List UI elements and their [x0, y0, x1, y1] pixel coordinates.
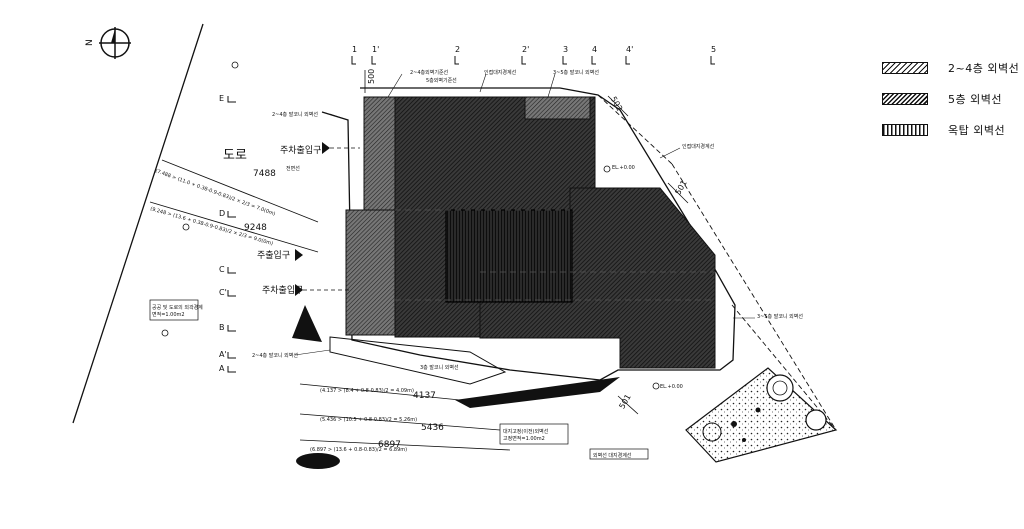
- legend-swatch-rooftop: [882, 124, 928, 136]
- grid-col-1: 1: [352, 45, 357, 54]
- note-12: 면적=1.00m2: [152, 311, 185, 318]
- tree-icon-2: [805, 409, 827, 431]
- tree-icon-3: [702, 422, 722, 442]
- note-15: 외벽선 대지경계선: [593, 452, 632, 459]
- grid-col-4p: 4': [626, 45, 633, 54]
- legend-swatch-2-4: [882, 62, 928, 74]
- tree-icon: [766, 374, 794, 402]
- grid-column-labels: 1 1' 2 2' 3 4 4' 5: [351, 45, 716, 65]
- note-3: 인접대지경계선: [484, 69, 517, 76]
- north-arrow-icon: N: [85, 27, 131, 59]
- note-6: 인접대지경계선: [682, 143, 715, 150]
- grid-row-e: E: [219, 94, 224, 103]
- dim-5436: 5436: [421, 423, 444, 433]
- note-5: 2~4층 발코니 외벽선: [272, 111, 318, 118]
- note-16: EL.+0.00: [612, 165, 635, 171]
- dim-4137: 4137: [413, 391, 436, 401]
- legend-label-5: 5층 외벽선: [948, 93, 1002, 106]
- formula-5: (6.897 > (13.6 + 0.8-0.83)/2 = 6.89m): [310, 447, 407, 453]
- svg-text:N: N: [85, 39, 95, 46]
- note-14: 고정면적=1.00m2: [503, 435, 545, 442]
- note-13: 대지고정(이전)외벽선: [503, 428, 549, 435]
- legend-row-5: 5층 외벽선: [882, 91, 1022, 107]
- dim-9248: 9248: [244, 223, 267, 233]
- note-4: 3~5층 발코니 외벽선: [553, 69, 599, 76]
- parking-entrance-top-label: 주차출입구: [280, 144, 321, 156]
- grid-col-4: 4: [592, 45, 597, 54]
- dim-7488: 7488: [253, 169, 276, 179]
- note-1: 2~4층외벽기준선: [410, 69, 449, 76]
- grid-row-d: D: [219, 209, 225, 218]
- grid-row-ap: A': [219, 350, 227, 359]
- grid-col-2: 2: [455, 45, 460, 54]
- note-2: 5층외벽기준선: [426, 77, 457, 84]
- legend-row-rooftop: 옥탑 외벽선: [882, 122, 1022, 138]
- legend: 2~4층 외벽선 5층 외벽선 옥탑 외벽선: [882, 60, 1022, 153]
- note-11: 공공 및 도로의 외곽경계: [152, 304, 203, 311]
- legend-swatch-5: [882, 93, 928, 105]
- rooftop-block: [445, 209, 573, 303]
- note-9: 2~4층 발코니 외벽선: [252, 352, 298, 359]
- legend-label-rooftop: 옥탑 외벽선: [948, 124, 1006, 137]
- building-footprint: [345, 96, 716, 369]
- grid-row-labels: E D C C' B A' A: [219, 94, 236, 373]
- grid-col-3: 3: [563, 45, 568, 54]
- road-label: 도로: [223, 148, 247, 163]
- road-edge-lines: [72, 23, 319, 424]
- grid-row-c: C: [219, 265, 225, 274]
- note-10: 3층 발코니 외벽선: [420, 364, 459, 371]
- grid-col-2p: 2': [522, 45, 529, 54]
- leader-notes: [294, 73, 755, 356]
- entrance-arrows: [295, 142, 360, 296]
- grid-row-cp: C': [219, 288, 227, 297]
- formula-4: (5.436 > (10.5 + 0.8-0.83)/2 = 5.26m): [320, 417, 417, 423]
- legend-label-2-4: 2~4층 외벽선: [948, 62, 1020, 75]
- elevation-marker-icons: [161, 61, 660, 390]
- grid-row-a: A: [219, 364, 225, 373]
- site-boundary: [321, 87, 837, 431]
- parking-entrance-mid-label: 주차출입구: [262, 284, 303, 296]
- grid-row-b: B: [219, 323, 225, 332]
- grid-col-5: 5: [711, 45, 716, 54]
- dimension-lines: [299, 70, 689, 451]
- landscape-area: [685, 367, 838, 463]
- note-8: 3~5층 발코니 외벽선: [757, 313, 803, 320]
- balcony-3-5-top: [524, 96, 591, 120]
- formula-3: (4.137 > (8.4 + 0.8-0.83)/2 = 4.09m): [320, 388, 414, 394]
- main-entrance-label: 주출입구: [257, 249, 290, 261]
- dim-6897: 6897: [378, 440, 401, 450]
- note-7: 전면선: [286, 165, 300, 172]
- dim-500-top: 500: [367, 69, 376, 84]
- grid-col-1p: 1': [372, 45, 379, 54]
- entrance-canopy: [292, 305, 620, 469]
- legend-row-2-4: 2~4층 외벽선: [882, 60, 1022, 76]
- note-17: EL.+0.00: [660, 384, 683, 390]
